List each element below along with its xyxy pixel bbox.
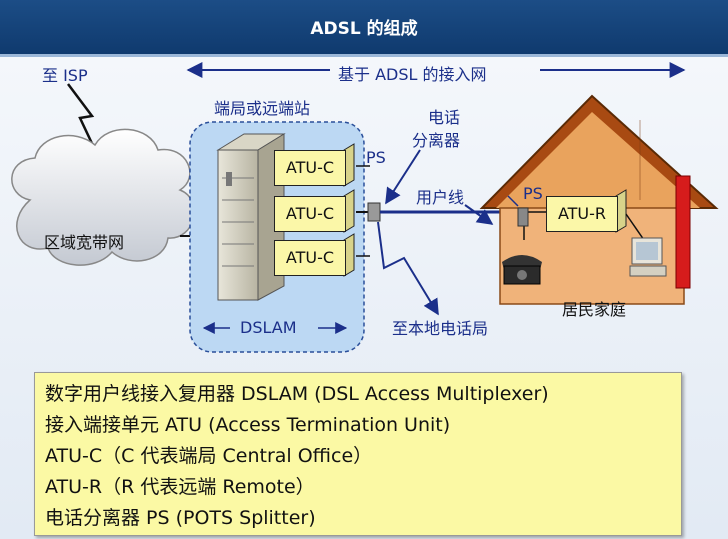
definition-ps: 电话分离器 PS (POTS Splitter) <box>45 507 316 529</box>
exchange-lightning <box>377 221 439 316</box>
central-site-label: 端局或远端站 <box>214 99 311 118</box>
regional-cloud <box>11 128 196 266</box>
definition-atu-c: ATU-C（C 代表端局 Central Office） <box>45 445 373 467</box>
computer-icon <box>629 237 667 277</box>
to-isp-label: 至 ISP <box>42 66 88 85</box>
definitions-box: 数字用户线接入复用器 DSLAM (DSL Access Multiplexer… <box>34 372 682 536</box>
telephone-icon <box>502 255 542 285</box>
user-line-label: 用户线 <box>416 188 465 207</box>
page-title: ADSL 的组成 <box>310 19 418 39</box>
isp-lightning <box>67 83 98 153</box>
atu-c-unit-1: ATU-C <box>274 150 346 186</box>
regional-network-label: 区域宽带网 <box>44 233 125 252</box>
splitter-label-line1: 电话 <box>428 108 461 127</box>
atu-c-unit-3: ATU-C <box>274 240 346 276</box>
atu-c-unit-2: ATU-C <box>274 196 346 232</box>
splitter-label-line2: 分离器 <box>412 131 461 150</box>
definition-atu: 接入端接单元 ATU (Access Termination Unit) <box>45 414 451 436</box>
ps-left-label: PS <box>366 148 386 167</box>
to-exchange-label: 至本地电话局 <box>392 319 489 338</box>
access-network-label: 基于 ADSL 的接入网 <box>338 65 487 84</box>
home-label: 居民家庭 <box>562 300 627 319</box>
definition-atu-r: ATU-R（R 代表远端 Remote） <box>45 476 315 498</box>
atu-r-unit: ATU-R <box>546 196 618 232</box>
title-bar: ADSL 的组成 <box>0 0 728 57</box>
ps-right-label: PS <box>523 184 543 203</box>
dslam-label: DSLAM <box>240 318 297 337</box>
splitter-device <box>367 202 381 222</box>
definition-dslam: 数字用户线接入复用器 DSLAM (DSL Access Multiplexer… <box>45 383 549 405</box>
